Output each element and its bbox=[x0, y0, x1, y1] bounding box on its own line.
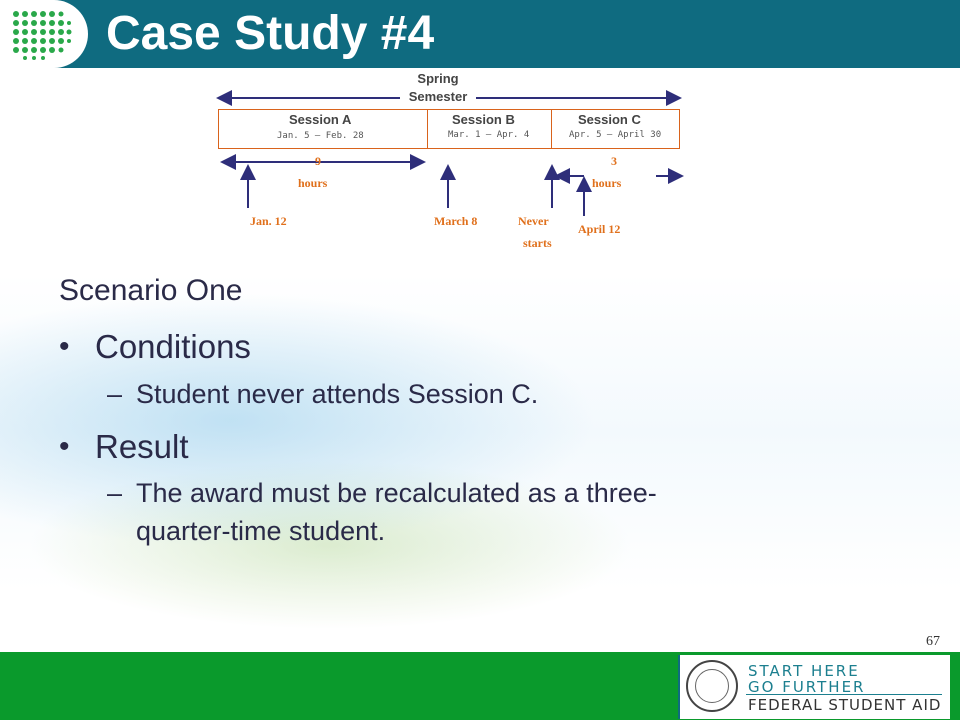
bullet-dot-conditions: • bbox=[59, 330, 70, 363]
slide-title: Case Study #4 bbox=[106, 7, 435, 60]
marker-jan12-label: Jan. 12 bbox=[250, 214, 287, 228]
marker-never-label-line2: starts bbox=[523, 236, 552, 250]
session-c-hours-value: 3 bbox=[611, 154, 617, 168]
footer-logo-line2: GO FURTHER bbox=[748, 678, 866, 696]
conditions-detail: Student never attends Session C. bbox=[136, 379, 539, 409]
diagram-lines bbox=[216, 90, 684, 216]
scenario-heading: Scenario One bbox=[59, 274, 243, 307]
page-number: 67 bbox=[926, 634, 940, 649]
marker-march8-label: March 8 bbox=[434, 214, 478, 228]
semester-label-line1: Spring bbox=[417, 71, 459, 86]
footer-logo-line1: START HERE bbox=[748, 662, 860, 680]
session-b-dates: Mar. 1 – Apr. 4 bbox=[448, 130, 530, 140]
semester-label-line2: Semester bbox=[408, 89, 468, 104]
result-detail-line1: The award must be recalculated as a thre… bbox=[136, 478, 657, 508]
dash-conditions: – bbox=[107, 379, 123, 409]
marker-april12-label: April 12 bbox=[578, 222, 621, 236]
bullet-conditions: Conditions bbox=[95, 328, 251, 365]
title-bar: Case Study #4 bbox=[0, 0, 960, 68]
footer-logo-line3: FEDERAL STUDENT AID bbox=[748, 696, 942, 714]
bullet-result: Result bbox=[95, 428, 189, 465]
bullet-dot-result: • bbox=[59, 430, 70, 463]
result-detail-line2: quarter-time student. bbox=[136, 516, 386, 546]
session-c-box: Session C Apr. 5 – April 30 bbox=[551, 109, 680, 149]
session-a-dates: Jan. 5 – Feb. 28 bbox=[277, 131, 364, 141]
seal-inner-ring bbox=[695, 669, 729, 703]
department-seal-icon bbox=[686, 660, 738, 712]
session-a-title: Session A bbox=[289, 112, 352, 127]
session-a-box: Session A Jan. 5 – Feb. 28 bbox=[218, 109, 428, 149]
session-c-dates: Apr. 5 – April 30 bbox=[569, 130, 662, 140]
semester-diagram: Spring Semester Session A Jan. 5 – Feb. … bbox=[200, 66, 700, 266]
session-a-hours-value: 9 bbox=[315, 154, 321, 168]
session-a-hours-unit: hours bbox=[298, 176, 328, 190]
session-c-hours-unit: hours bbox=[592, 176, 622, 190]
marker-never-label-line1: Never bbox=[518, 214, 549, 228]
session-c-title: Session C bbox=[578, 112, 641, 127]
dash-result: – bbox=[107, 478, 123, 508]
fsa-dot-logo bbox=[0, 0, 88, 68]
footer-logo-divider bbox=[746, 694, 942, 695]
session-b-title: Session B bbox=[452, 112, 515, 127]
dot-logo-icon bbox=[13, 11, 72, 60]
session-b-box: Session B Mar. 1 – Apr. 4 bbox=[427, 109, 552, 149]
